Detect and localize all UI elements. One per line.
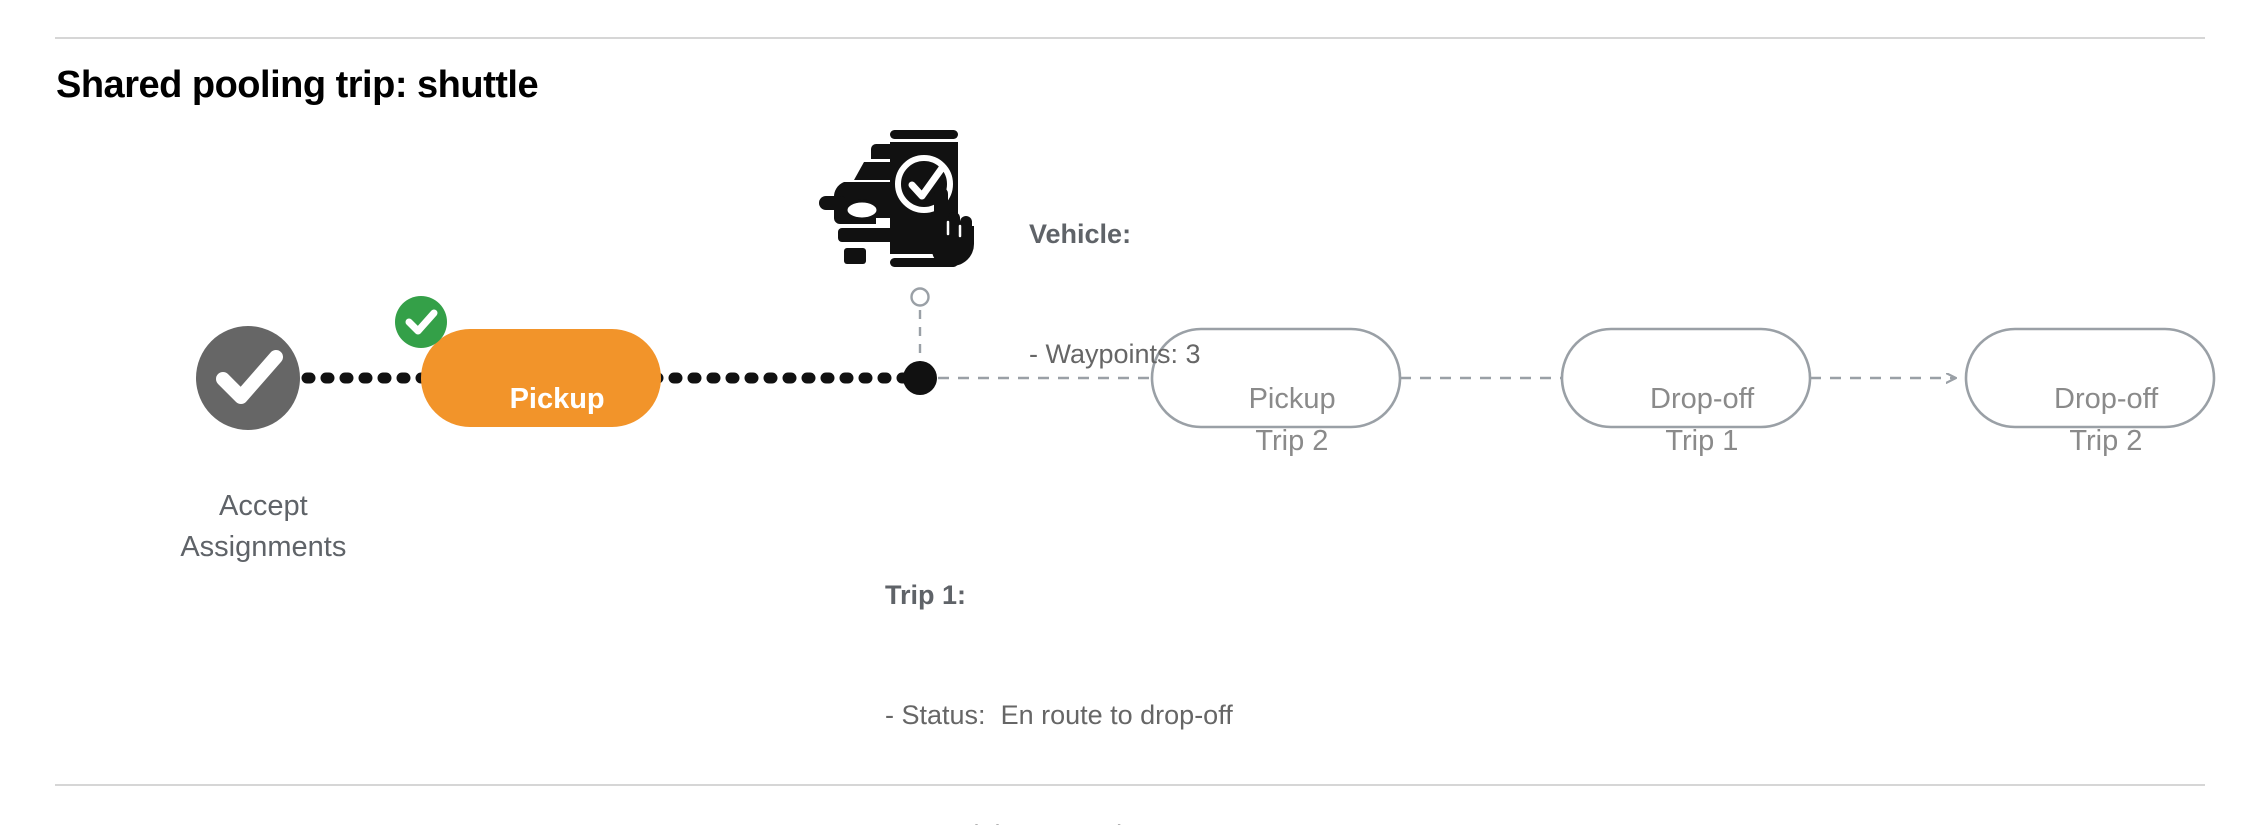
start-node-label: Accept Assignments [98, 445, 398, 609]
node-dropoff-trip-2[interactable] [1964, 327, 2216, 429]
current-position-dot [903, 361, 937, 395]
vehicle-leader-node [910, 287, 930, 307]
bottom-divider [55, 784, 2205, 786]
pickup-trip-1-complete-badge [395, 296, 447, 348]
vehicle-info-block: Vehicle: - Waypoints: 3 [1029, 134, 1201, 454]
trip-1-heading: Trip 1: [885, 580, 967, 610]
node-dropoff-trip-1[interactable] [1560, 327, 1812, 429]
vehicle-info-heading: Vehicle: [1029, 219, 1132, 249]
node-pickup-trip-1[interactable] [421, 329, 661, 427]
node-pickup-trip-2[interactable] [1150, 327, 1402, 429]
top-divider [55, 37, 2205, 39]
start-node-accept-assignments[interactable] [196, 326, 300, 430]
check-icon [216, 350, 283, 404]
page-title: Shared pooling trip: shuttle [56, 64, 539, 106]
trip-1-status-line: - Status: En route to drop-off [885, 700, 1233, 730]
start-label-line-1: Accept [218, 490, 308, 522]
vehicle-waypoints-line: - Waypoints: 3 [1029, 339, 1201, 369]
check-badge-icon [405, 309, 438, 335]
start-label-line-2: Assignments [180, 531, 347, 563]
vehicle-phone-check-icon [818, 122, 978, 277]
trip-info-block: Trip 1: - Status: En route to drop-off -… [885, 495, 1233, 825]
trip-1-waypoints-line: - Remaining waypoints: 2 [885, 815, 1233, 825]
